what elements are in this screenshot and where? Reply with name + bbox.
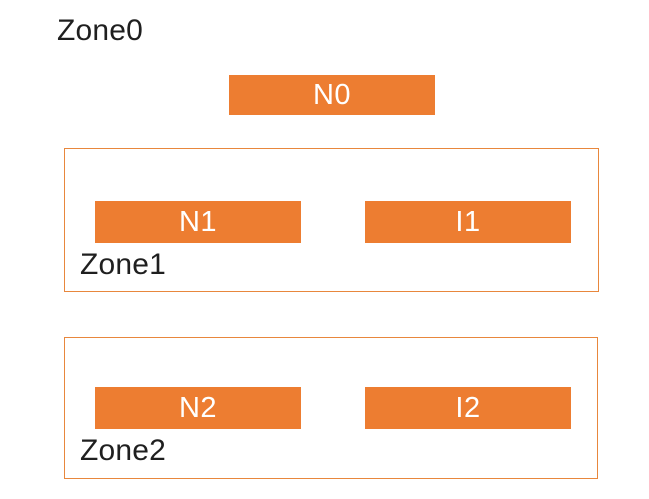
zone2-container: N2 I2 Zone2 <box>64 337 598 479</box>
zone1-container: N1 I1 Zone1 <box>64 148 599 292</box>
node-n2: N2 <box>95 387 301 429</box>
node-n0: N0 <box>229 75 435 115</box>
zone1-label: Zone1 <box>80 248 167 281</box>
node-n1: N1 <box>95 201 301 243</box>
node-i2: I2 <box>365 387 571 429</box>
zone2-label: Zone2 <box>80 434 167 467</box>
zone0-label: Zone0 <box>57 14 144 47</box>
node-i1: I1 <box>365 201 571 243</box>
